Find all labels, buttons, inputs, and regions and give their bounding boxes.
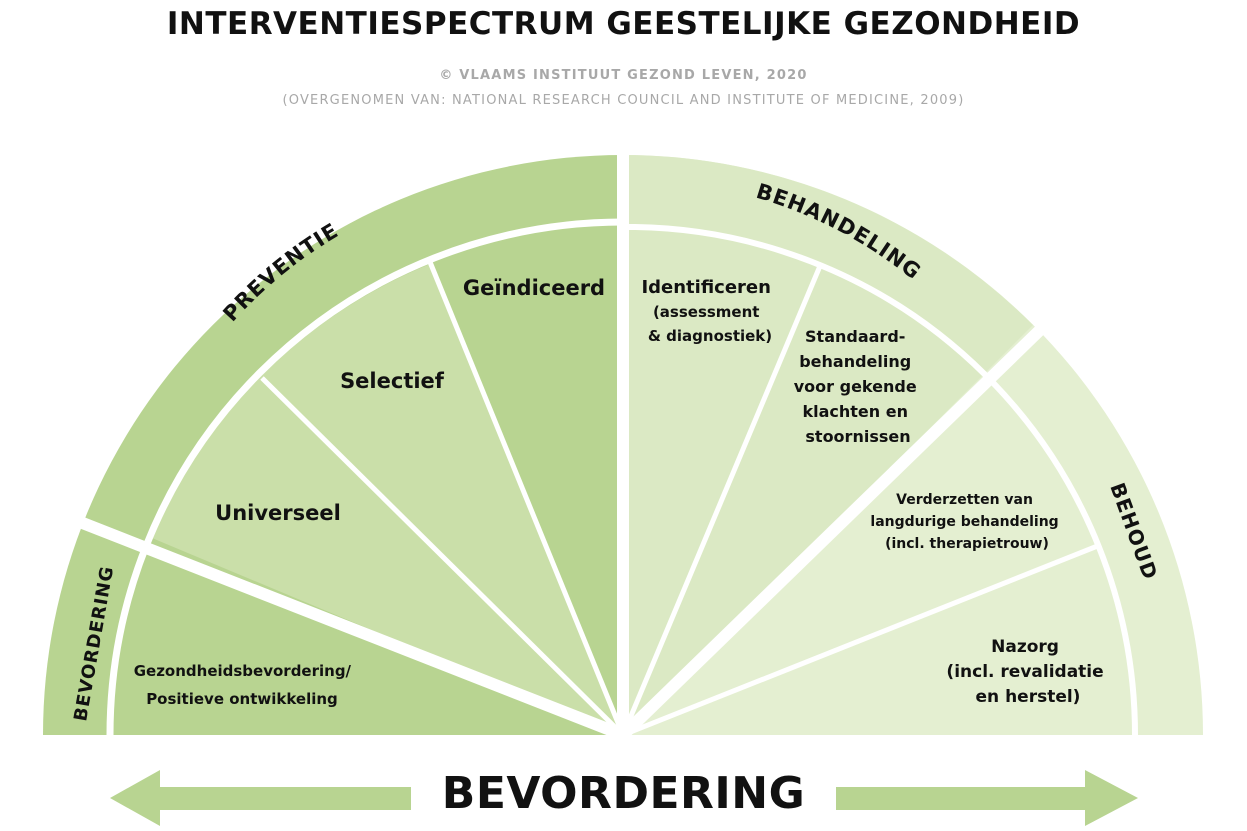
label-identificeren: Identificeren (assessment & diagnostiek) <box>641 277 776 345</box>
label-universeel: Universeel <box>215 501 341 525</box>
behoud-inner-region <box>623 378 1135 735</box>
arrow-right <box>836 770 1138 826</box>
label-nazorg: Nazorg (incl. revalidatie en herstel) <box>946 637 1109 707</box>
line-universeel <box>260 376 625 737</box>
behandeling-inner-region <box>623 227 982 735</box>
arrow-left <box>110 770 411 826</box>
line-verderzetten <box>622 542 1101 738</box>
right-inner-arc <box>622 223 1138 736</box>
left-inner-arc <box>106 218 624 736</box>
separator-bevordering <box>77 516 626 741</box>
arrow-label: BEVORDERING <box>441 768 806 819</box>
page-title: INTERVENTIESPECTRUM GEESTELIJKE GEZONDHE… <box>166 6 1081 42</box>
line-selectief <box>427 261 626 736</box>
label-geindiceerd: Geïndiceerd <box>463 276 605 300</box>
label-selectief: Selectief <box>340 369 445 393</box>
line-identificeren <box>620 265 823 736</box>
label-gezondheidsbevordering: Gezondheidsbevordering/ Positieve ontwik… <box>134 662 357 708</box>
label-standaard: Standaard- behandeling voor gekende klac… <box>794 327 923 446</box>
separator-behoud <box>618 325 1045 740</box>
source-line: (OVERGENOMEN VAN: NATIONAL RESEARCH COUN… <box>282 93 965 108</box>
copyright-line: © VLAAMS INSTITUUT GEZOND LEVEN, 2020 <box>439 68 808 83</box>
label-verderzetten: Verderzetten van langdurige behandeling … <box>870 492 1063 552</box>
base-strip <box>30 735 1220 765</box>
